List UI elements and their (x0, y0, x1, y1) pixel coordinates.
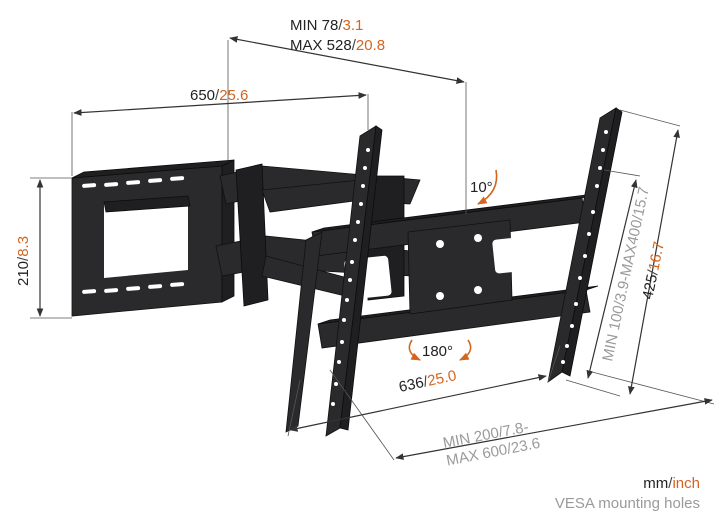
unit-legend: mm/inch (643, 475, 700, 492)
bracket-height-dimension-line (628, 129, 680, 395)
rotation-label: 180° (422, 343, 453, 360)
depth-label-max: MAX 528/20.8 (290, 37, 385, 54)
tilt-arrow-icon (477, 169, 498, 205)
rotation-arrow-right-icon (459, 339, 472, 361)
vesa-horizontal-dimension-line (395, 398, 713, 460)
vesa-h-extension-right (591, 371, 715, 405)
wall-height-label: 210/8.3 (15, 236, 32, 286)
bracket-width-label: 636/25.0 (397, 367, 458, 396)
bracket-height-extension-bottom (565, 379, 621, 397)
vesa-v-extension-top (603, 169, 641, 177)
arm-width-dimension-line (73, 92, 367, 116)
depth-dimension-line (229, 36, 465, 84)
vesa-horizontal-label: MIN 200/7.8- MAX 600/23.6 (442, 419, 542, 470)
bracket-width-extension-right (547, 345, 561, 383)
depth-label-min: MIN 78/3.1 (290, 17, 363, 34)
tilt-label: 10° (470, 179, 493, 196)
rotation-arrow-left-icon (408, 339, 421, 361)
bracket-height-label: 425/16.7 (639, 240, 668, 301)
vesa-caption: VESA mounting holes (555, 495, 700, 512)
vesa-vertical-dimension-line (586, 179, 638, 379)
tv-bracket (285, 107, 623, 437)
bracket-height-extension-top (619, 109, 681, 127)
arm-width-label: 650/25.6 (190, 87, 248, 104)
wall-plate (71, 159, 235, 317)
vesa-h-extension-left (329, 369, 395, 461)
